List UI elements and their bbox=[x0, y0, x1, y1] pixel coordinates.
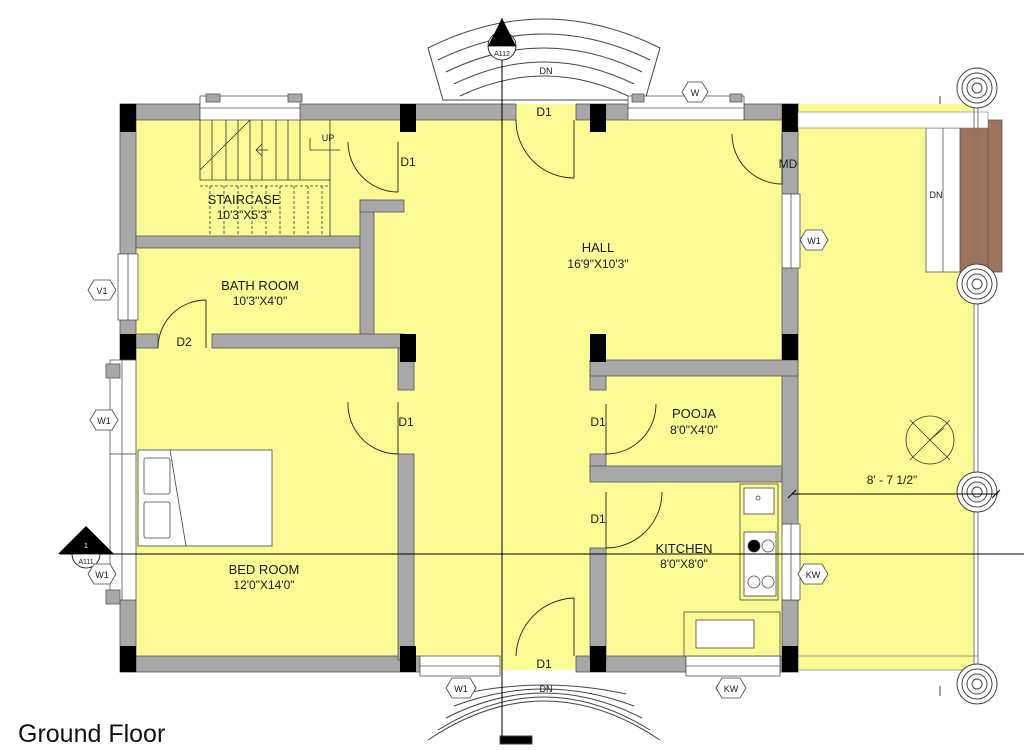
column bbox=[590, 334, 606, 362]
column bbox=[120, 104, 136, 132]
section-marker-top: 1 A112 bbox=[487, 18, 517, 61]
staircase bbox=[199, 119, 340, 236]
column bbox=[782, 104, 798, 132]
door-d2: D2 bbox=[176, 335, 192, 349]
tag-w-top: W bbox=[691, 88, 700, 98]
column bbox=[120, 646, 136, 672]
door-d1-bedroom: D1 bbox=[398, 415, 414, 429]
hall-size: 16'9"X10'3" bbox=[567, 257, 628, 271]
round-pillar bbox=[956, 663, 998, 705]
bedroom-size: 12'0"X14'0" bbox=[233, 578, 294, 592]
bed bbox=[137, 449, 273, 547]
pooja-size: 8'0"X4'0" bbox=[670, 423, 718, 437]
hall-name: HALL bbox=[582, 240, 615, 255]
tag-v1: V1 bbox=[96, 286, 107, 296]
section-marker-left: 1 A111 bbox=[58, 526, 114, 569]
bottom-dn-label: DN bbox=[540, 684, 553, 694]
stair-up-label: UP bbox=[322, 133, 335, 143]
north-symbol bbox=[905, 415, 955, 465]
bathroom-size: 10'3"X4'0" bbox=[233, 294, 287, 308]
door-d1-top-hall: D1 bbox=[536, 105, 552, 119]
door-d1-kitchen: D1 bbox=[590, 512, 606, 526]
verandah bbox=[797, 80, 1003, 696]
bathroom-name: BATH ROOM bbox=[221, 278, 299, 293]
door-md: MD bbox=[779, 157, 798, 171]
round-pillar bbox=[956, 263, 998, 305]
column bbox=[120, 334, 136, 360]
bottom-entry-steps bbox=[427, 684, 661, 745]
door-swings bbox=[157, 119, 783, 657]
column bbox=[782, 646, 798, 672]
tag-w1-left-1: W1 bbox=[97, 416, 111, 426]
verandah-stairs bbox=[959, 119, 1003, 273]
tag-w1-left-2: W1 bbox=[95, 570, 109, 580]
dimension-ticks bbox=[787, 489, 1001, 499]
column bbox=[400, 334, 416, 362]
tag-kw-bottom: KW bbox=[724, 684, 739, 694]
kitchen-fixtures bbox=[683, 483, 781, 657]
door-d1-bottom: D1 bbox=[536, 657, 552, 671]
top-dn-label: DN bbox=[540, 66, 553, 76]
round-pillar bbox=[956, 67, 998, 109]
round-pillar bbox=[956, 471, 998, 513]
dimension-label: 8' - 7 1/2" bbox=[867, 473, 918, 487]
labels: STAIRCASE 10'3"X5'3" BATH ROOM 10'3"X4'0… bbox=[95, 66, 942, 694]
section-left-number: 1 bbox=[84, 543, 88, 550]
sink bbox=[743, 487, 775, 515]
floor-title: Ground Floor bbox=[18, 720, 166, 748]
column bbox=[782, 334, 798, 360]
door-d1-pooja: D1 bbox=[590, 415, 606, 429]
section-left-ref: A111 bbox=[78, 559, 93, 566]
bedroom-name: BED ROOM bbox=[229, 562, 300, 577]
round-pillars bbox=[956, 67, 998, 705]
staircase-size: 10'3"X5'3" bbox=[217, 208, 271, 222]
column bbox=[400, 646, 416, 672]
column bbox=[400, 104, 416, 132]
main-floor bbox=[122, 104, 798, 670]
windows bbox=[105, 93, 801, 677]
section-top-ref: A112 bbox=[494, 51, 510, 58]
verandah-dn-label: DN bbox=[930, 190, 943, 200]
column bbox=[590, 104, 606, 132]
section-top-number: 1 bbox=[500, 37, 504, 44]
tag-kw-right: KW bbox=[806, 570, 821, 580]
columns bbox=[120, 104, 798, 672]
top-entry-steps bbox=[427, 18, 661, 101]
kitchen-size: 8'0"X8'0" bbox=[660, 557, 708, 571]
tag-w1-hall: W1 bbox=[807, 236, 821, 246]
column bbox=[590, 646, 606, 672]
window-tags bbox=[87, 81, 829, 699]
pooja-name: POOJA bbox=[672, 406, 716, 421]
staircase-name: STAIRCASE bbox=[208, 192, 281, 207]
section-lines bbox=[60, 18, 1024, 740]
kitchen-name: KITCHEN bbox=[655, 541, 712, 556]
tag-w1-bottom: W1 bbox=[454, 684, 468, 694]
door-d1-stair: D1 bbox=[400, 155, 416, 169]
